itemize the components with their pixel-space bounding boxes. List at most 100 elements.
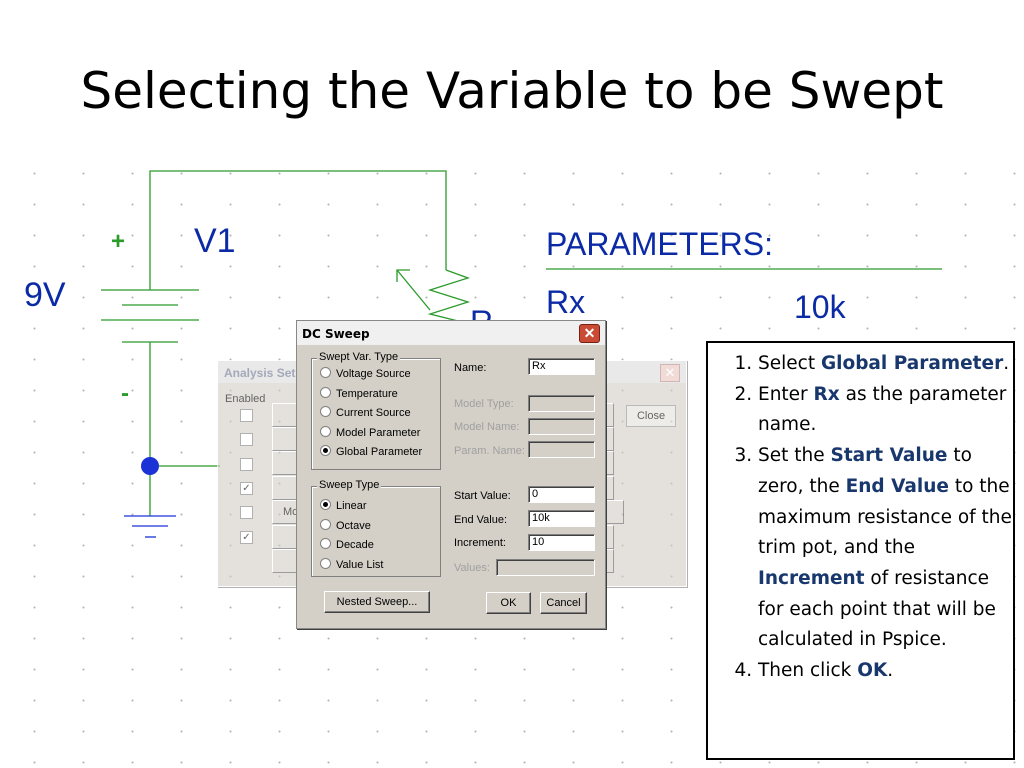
radio-label: Value List [336,558,384,571]
radio-icon [320,538,331,549]
swept-radio-model-parameter[interactable]: Model Parameter [320,425,421,439]
radio-label: Model Parameter [336,426,421,439]
minus-sign: - [121,380,129,407]
instruction-item: Set the Start Value to zero, the End Val… [758,441,1013,656]
instruction-keyword: Start Value [830,445,948,467]
swept-radio-current-source[interactable]: Current Source [320,406,411,419]
junction-node [141,457,159,475]
dc-sweep-title: DC Sweep [302,327,370,341]
instruction-item: Select Global Parameter. [758,349,1013,380]
radio-label: Voltage Source [336,368,411,380]
radio-icon [320,445,331,456]
instruction-text: Set the [758,445,831,467]
instruction-keyword: Global Parameter [820,353,1004,374]
radio-label: Decade [336,539,374,551]
radio-label: Octave [336,519,371,532]
swept-radio-voltage-source[interactable]: Voltage Source [320,367,411,380]
instruction-text: Then click [758,660,858,682]
enabled-label: Enabled [225,393,266,405]
model-name-label: Model Name: [454,421,520,433]
param-name-input[interactable] [528,441,595,458]
source-name: V1 [194,222,236,260]
ok-button[interactable]: OK [486,592,531,614]
analysis-checkbox[interactable]: ✓ [240,531,253,544]
model-name-input[interactable] [528,418,595,435]
instruction-text: Enter [758,383,814,405]
potentiometer [427,269,471,323]
dc-sweep-title-bar: DC Sweep ✕ [297,321,605,345]
radio-icon [320,425,331,437]
param-name: Rx [546,284,586,320]
swept-var-group-label: Swept Var. Type [317,351,401,363]
radio-icon [320,406,331,417]
radio-label: Global Parameter [336,446,423,458]
name-label: Name: [454,362,487,374]
instructions-list: Select Global Parameter.Enter Rx as the … [708,349,1013,687]
wiper-arrow [396,269,431,311]
instruction-text: as the parameter name. [758,383,1007,436]
values-label: Values: [454,562,490,574]
analysis-title: Analysis Setup [224,366,311,380]
source-value: 9V [24,276,66,314]
cancel-button[interactable]: Cancel [540,592,587,614]
sweep-type-group-label: Sweep Type [317,479,382,491]
radio-label: Linear [336,500,367,512]
plus-sign: + [111,228,126,255]
instruction-text: Select [758,353,821,374]
analysis-checkbox[interactable] [240,409,253,422]
radio-label: Current Source [336,407,411,419]
increment-label: Increment: [454,537,506,549]
instruction-text: . [1003,353,1010,374]
analysis-checkbox[interactable]: ✓ [240,482,253,495]
params-header: PARAMETERS: [546,226,773,262]
model-type-label: Model Type: [454,398,514,410]
radio-label: Temperature [336,387,398,400]
instructions-box: Select Global Parameter.Enter Rx as the … [706,341,1015,760]
radio-icon [320,557,331,569]
swept-radio-global-parameter[interactable]: Global Parameter [320,445,422,458]
instruction-text: of resistance for each point that will b… [758,567,996,651]
instruction-keyword: Increment [758,567,865,589]
start-value-label: Start Value: [454,490,511,502]
radio-icon [320,499,331,510]
instruction-text: to the maximum resistance of the trim po… [758,475,1012,559]
dialog-close-icon[interactable]: ✕ [579,324,600,343]
values-input[interactable] [496,559,595,576]
radio-icon [320,518,331,530]
instruction-item: Enter Rx as the parameter name. [758,380,1013,441]
dc-sweep-dialog: DC Sweep ✕ Swept Var. Type Voltage Sourc… [296,320,606,629]
increment-input[interactable]: 10 [528,534,595,551]
start-value-input[interactable]: 0 [528,486,595,503]
analysis-checkbox[interactable] [240,458,253,471]
close-button[interactable]: Close [626,405,676,427]
slide-title: Selecting the Variable to be Swept [80,62,944,120]
sweep-radio-decade[interactable]: Decade [320,538,374,551]
analysis-checkbox[interactable] [240,506,253,519]
instruction-item: Then click OK. [758,656,1013,687]
end-value-input[interactable]: 10k [528,510,595,527]
instruction-keyword: OK [857,660,888,682]
instruction-keyword: End Value [845,475,949,497]
instruction-text: to zero, the [758,445,972,497]
wiper-arrowhead [396,269,410,282]
end-value-label: End Value: [454,514,508,526]
sweep-radio-linear[interactable]: Linear [320,499,367,512]
param-value: 10k [794,289,846,325]
swept-radio-temperature[interactable]: Temperature [320,386,398,400]
wire-top [149,170,447,290]
nested-sweep-button[interactable]: Nested Sweep... [324,591,430,613]
param-name-label: Param. Name: [454,445,525,457]
sweep-radio-octave[interactable]: Octave [320,518,371,532]
model-type-input[interactable] [528,395,595,412]
instruction-keyword: Rx [813,383,840,405]
radio-icon [320,367,331,378]
sweep-radio-value-list[interactable]: Value List [320,557,384,571]
name-input[interactable]: Rx [528,358,595,375]
analysis-close-icon[interactable]: ✕ [660,364,680,382]
analysis-checkbox[interactable] [240,433,253,446]
radio-icon [320,386,331,398]
instruction-text: . [887,660,894,682]
